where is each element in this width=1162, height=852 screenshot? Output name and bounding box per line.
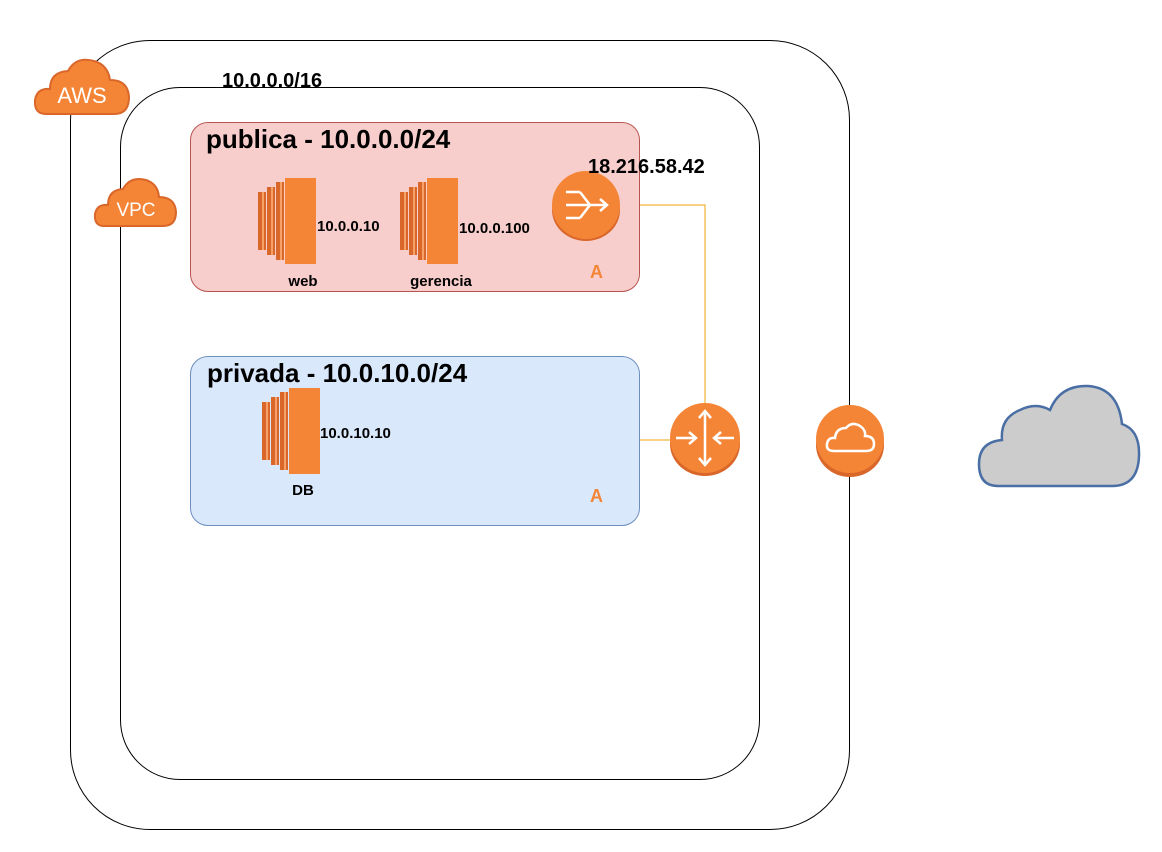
internet-gateway-icon[interactable]	[814, 404, 886, 478]
vpc-cidr-label: 10.0.0.0/16	[222, 70, 323, 92]
ec2-instance-icon[interactable]	[258, 178, 316, 264]
web-name-label: web	[288, 273, 318, 290]
aws-cloud-icon: AWS	[33, 58, 131, 115]
gerencia-ip-label: 10.0.0.100	[459, 220, 530, 237]
nat-gateway-icon[interactable]	[550, 170, 622, 242]
public-az-label: A	[590, 262, 603, 282]
private-subnet-title: privada - 10.0.10.0/24	[207, 358, 468, 388]
router-icon[interactable]	[668, 402, 742, 478]
public-subnet-title: publica - 10.0.0.0/24	[206, 124, 451, 154]
aws-badge-label: AWS	[57, 83, 106, 108]
vpc-badge-label: VPC	[116, 200, 155, 221]
private-subnet	[190, 356, 640, 526]
nat-gateway-ip-label: 18.216.58.42	[588, 156, 705, 178]
vpc-region	[120, 87, 760, 780]
ec2-instance-icon[interactable]	[262, 388, 320, 474]
gerencia-name-label: gerencia	[410, 273, 472, 290]
internet-cloud-icon	[977, 384, 1141, 488]
private-az-label: A	[590, 486, 603, 506]
db-ip-label: 10.0.10.10	[320, 425, 391, 442]
ec2-instance-icon[interactable]	[400, 178, 458, 264]
db-name-label: DB	[292, 482, 314, 499]
vpc-cloud-icon: VPC	[93, 178, 178, 227]
web-ip-label: 10.0.0.10	[317, 218, 380, 235]
